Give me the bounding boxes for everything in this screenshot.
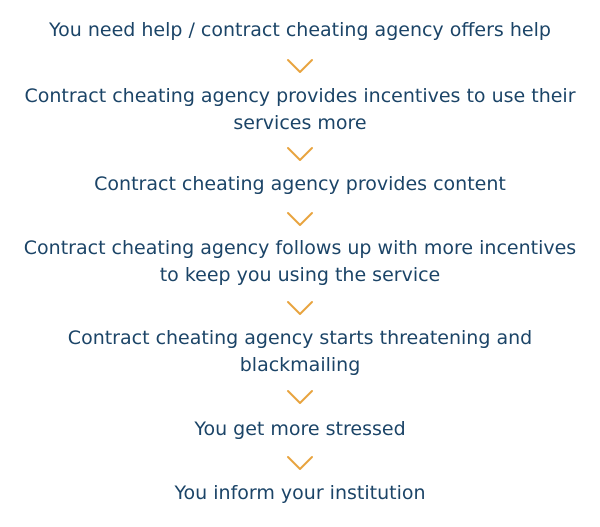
flow-step-6: You get more stressed [194,418,406,440]
chevron-down-icon [286,146,314,162]
flow-step-4: Contract cheating agency follows up with… [23,237,577,286]
flow-step-7: You inform your institution [174,482,426,504]
flow-step-1: You need help / contract cheating agency… [49,19,551,41]
chevron-down-icon [286,58,314,74]
flow-step-2: Contract cheating agency provides incent… [24,85,576,134]
flow-step-5: Contract cheating agency starts threaten… [67,327,533,376]
chevron-down-icon [286,455,314,471]
flow-step-3: Contract cheating agency provides conten… [94,173,506,195]
chevron-down-icon [286,300,314,316]
chevron-down-icon [286,389,314,405]
chevron-down-icon [286,211,314,227]
